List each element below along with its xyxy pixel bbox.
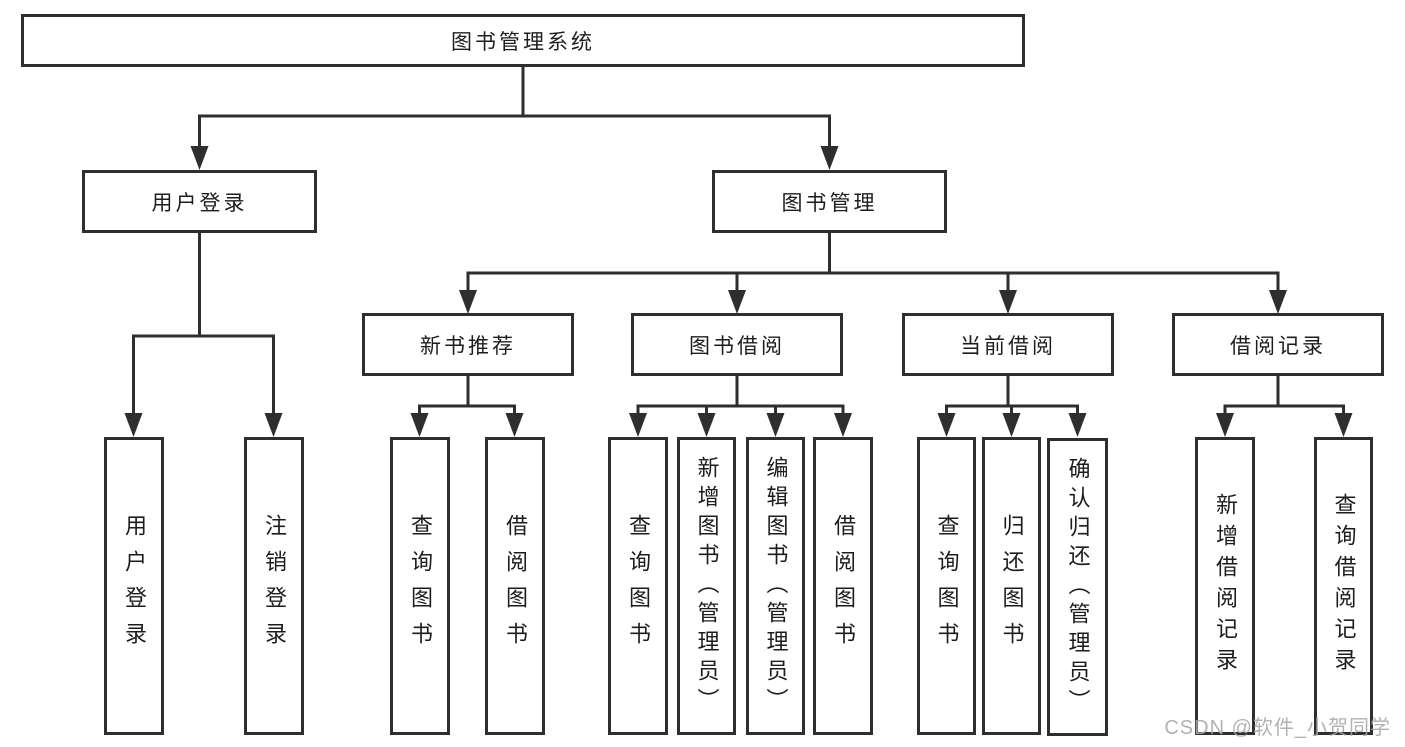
arrowhead — [1334, 413, 1353, 437]
leaf-logout-label: 注销登录 — [262, 514, 287, 658]
leaf-add-book-admin: 新增图书（管理员） — [677, 437, 736, 735]
leaf-add-borrow-record: 新增借阅记录 — [1195, 437, 1255, 735]
leaf-borrow-books-1: 借阅图书 — [485, 437, 545, 735]
arrowhead — [1068, 413, 1087, 437]
arrowhead — [999, 290, 1017, 314]
arrowhead — [766, 413, 785, 437]
watermark: CSDN @软件_小贺同学 — [1164, 717, 1391, 739]
leaf-query-books-3-label: 查询图书 — [934, 514, 960, 658]
node-new-book-recommend-label: 新书推荐 — [420, 334, 516, 358]
arrowhead — [1002, 413, 1021, 437]
node-book-management-label: 图书管理 — [781, 191, 878, 215]
leaf-query-books-1: 查询图书 — [390, 437, 450, 735]
connector-bookmgmt-to-level3 — [466, 232, 1280, 290]
arrowhead — [264, 413, 283, 437]
leaf-add-borrow-record-label: 新增借阅记录 — [1213, 493, 1238, 679]
connector-records-to-leaves — [1223, 376, 1345, 414]
node-user-login-label: 用户登录 — [151, 191, 248, 215]
connector-userlogin-to-leaves — [132, 233, 275, 414]
leaf-edit-book-admin: 编辑图书（管理员） — [746, 437, 805, 735]
node-current-borrowing: 当前借阅 — [902, 313, 1114, 376]
leaf-edit-book-admin-label: 编辑图书（管理员） — [763, 455, 789, 717]
arrowhead — [834, 413, 852, 437]
leaf-return-book: 归还图书 — [982, 437, 1041, 735]
leaf-query-borrow-record-label: 查询借阅记录 — [1331, 493, 1357, 679]
connector-newbooks-to-leaves — [418, 376, 516, 414]
leaf-query-books-1-label: 查询图书 — [408, 514, 433, 658]
node-book-management: 图书管理 — [712, 170, 947, 233]
node-root: 图书管理系统 — [21, 14, 1025, 67]
arrowhead — [1216, 413, 1234, 437]
arrowhead — [190, 146, 209, 170]
node-book-borrowing-label: 图书借阅 — [689, 334, 785, 358]
connector-borrowing-to-leaves — [636, 376, 845, 414]
leaf-query-books-3: 查询图书 — [917, 437, 976, 735]
leaf-user-login: 用户登录 — [104, 437, 164, 735]
node-borrowing-records-label: 借阅记录 — [1230, 334, 1326, 358]
leaf-add-book-admin-label: 新增图书（管理员） — [694, 455, 720, 717]
node-root-label: 图书管理系统 — [451, 30, 595, 54]
leaf-borrow-books-2: 借阅图书 — [813, 437, 873, 735]
arrowhead — [697, 413, 716, 437]
arrowhead — [124, 413, 143, 437]
leaf-query-borrow-record: 查询借阅记录 — [1314, 437, 1373, 735]
leaf-logout: 注销登录 — [244, 437, 304, 735]
node-book-borrowing: 图书借阅 — [631, 313, 843, 376]
node-current-borrowing-label: 当前借阅 — [960, 334, 1056, 358]
connector-root-to-level2 — [198, 66, 831, 147]
leaf-confirm-return-admin-label: 确认归还（管理员） — [1065, 456, 1091, 718]
connector-current-to-leaves — [945, 376, 1079, 414]
leaf-borrow-books-2-label: 借阅图书 — [831, 514, 856, 658]
arrowhead — [937, 413, 956, 437]
arrowhead — [410, 413, 429, 437]
leaf-confirm-return-admin: 确认归还（管理员） — [1047, 438, 1108, 736]
arrowhead — [728, 290, 746, 314]
leaf-user-login-label: 用户登录 — [122, 514, 147, 658]
arrowhead — [505, 413, 524, 437]
leaf-query-books-2-label: 查询图书 — [626, 514, 651, 658]
arrowhead — [820, 146, 839, 170]
leaf-query-books-2: 查询图书 — [608, 437, 668, 735]
leaf-return-book-label: 归还图书 — [999, 514, 1025, 658]
node-new-book-recommend: 新书推荐 — [362, 313, 574, 376]
arrowhead — [459, 290, 477, 314]
leaf-borrow-books-1-label: 借阅图书 — [503, 514, 528, 658]
node-user-login: 用户登录 — [82, 170, 317, 233]
node-borrowing-records: 借阅记录 — [1172, 313, 1384, 376]
arrowhead — [629, 413, 647, 437]
arrowhead — [1269, 290, 1287, 314]
